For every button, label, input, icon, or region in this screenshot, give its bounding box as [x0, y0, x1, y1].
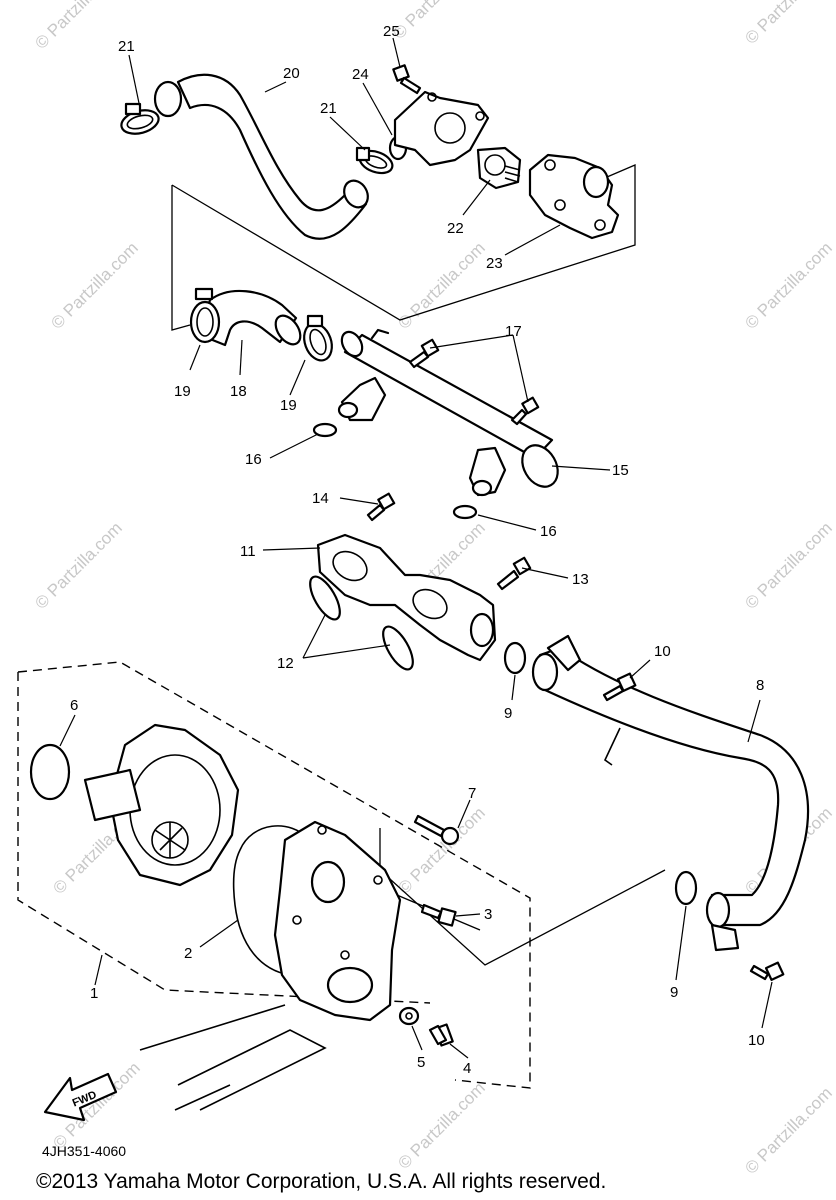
callout-20: 20 — [283, 65, 300, 82]
bolt-17-bottom — [510, 396, 540, 426]
hose-20 — [153, 73, 369, 240]
diagram-code: 4JH351-4060 — [42, 1143, 126, 1159]
callout-9: 9 — [504, 705, 512, 722]
clamp-21-left — [120, 102, 160, 135]
callout-16: 16 — [540, 523, 557, 540]
hose-18 — [198, 289, 302, 347]
callout-16: 16 — [245, 451, 262, 468]
callout-3: 3 — [484, 906, 492, 923]
callout-6: 6 — [70, 697, 78, 714]
callout-8: 8 — [756, 677, 764, 694]
parts-layer — [29, 64, 810, 1111]
watermark: © Partzilla.com — [394, 1078, 488, 1172]
callout-19: 19 — [280, 397, 297, 414]
bolt-7 — [413, 814, 460, 846]
o-ring-16-upper — [312, 422, 338, 438]
bolt-13 — [496, 556, 532, 591]
callout-24: 24 — [352, 66, 369, 83]
lower-hose-outline — [139, 1004, 286, 1051]
callout-21: 21 — [118, 38, 135, 55]
clamp-19-right — [303, 314, 333, 362]
watermark: © Partzilla.com — [389, 0, 483, 43]
pipe-15 — [337, 328, 559, 497]
callout-25: 25 — [383, 23, 400, 40]
clamp-21-right — [355, 146, 394, 175]
callout-9: 9 — [670, 984, 678, 1001]
bolt-4 — [428, 1023, 454, 1047]
pump-impeller-assembly — [83, 723, 240, 887]
o-ring-16-lower — [452, 504, 478, 520]
manifold-11 — [316, 533, 497, 662]
watermark: © Partzilla.com — [47, 238, 141, 332]
watermark: © Partzilla.com — [741, 0, 835, 48]
o-ring-9-lower — [674, 870, 698, 906]
gasket-12-right — [382, 625, 414, 671]
callout-13: 13 — [572, 571, 589, 588]
watermark: © Partzilla.com — [741, 518, 835, 612]
callout-10: 10 — [654, 643, 671, 660]
bolt-25 — [392, 64, 422, 95]
bolt-10-bottom — [749, 961, 785, 981]
pump-housing — [273, 820, 402, 1022]
callout-4: 4 — [463, 1060, 471, 1077]
o-ring-9-upper — [503, 641, 527, 675]
thermostat-cover — [393, 90, 490, 167]
bolt-17-top — [408, 338, 440, 369]
callout-10: 10 — [748, 1032, 765, 1049]
bolt-14 — [366, 492, 396, 522]
gasket-12-left — [309, 575, 341, 621]
callout-15: 15 — [612, 462, 629, 479]
thermostat-22 — [476, 146, 522, 190]
callout-19: 19 — [174, 383, 191, 400]
fwd-arrow: FWD — [43, 1072, 118, 1122]
watermark: © Partzilla.com — [741, 1083, 835, 1177]
callout-14: 14 — [312, 490, 329, 507]
o-ring-6 — [29, 743, 71, 801]
watermark: © Partzilla.com — [741, 238, 835, 332]
callout-21: 21 — [320, 100, 337, 117]
thermostat-housing-23 — [528, 153, 620, 240]
pipe-8 — [531, 634, 810, 952]
callout-22: 22 — [447, 220, 464, 237]
callout-17: 17 — [505, 323, 522, 340]
callout-labels: 21 20 25 24 21 22 23 19 18 19 17 16 14 1… — [70, 23, 765, 1077]
bolt-10-top — [602, 672, 637, 702]
callout-2: 2 — [184, 945, 192, 962]
callout-12: 12 — [277, 655, 294, 672]
callout-5: 5 — [417, 1054, 425, 1071]
watermark: © Partzilla.com — [394, 803, 488, 897]
clamp-19-left — [189, 287, 221, 344]
callout-leaders — [59, 37, 773, 1059]
washer-5 — [398, 1006, 420, 1026]
callout-7: 7 — [468, 785, 476, 802]
watermark: © Partzilla.com — [394, 238, 488, 332]
callout-23: 23 — [486, 255, 503, 272]
watermark: © Partzilla.com — [31, 0, 125, 53]
bolt-3 — [420, 903, 457, 927]
copyright-notice: ©2013 Yamaha Motor Corporation, U.S.A. A… — [36, 1170, 606, 1193]
watermark: © Partzilla.com — [31, 518, 125, 612]
callout-1: 1 — [90, 985, 98, 1002]
callout-11: 11 — [240, 543, 256, 560]
lower-hose-outline — [174, 1029, 327, 1111]
callout-18: 18 — [230, 383, 247, 400]
